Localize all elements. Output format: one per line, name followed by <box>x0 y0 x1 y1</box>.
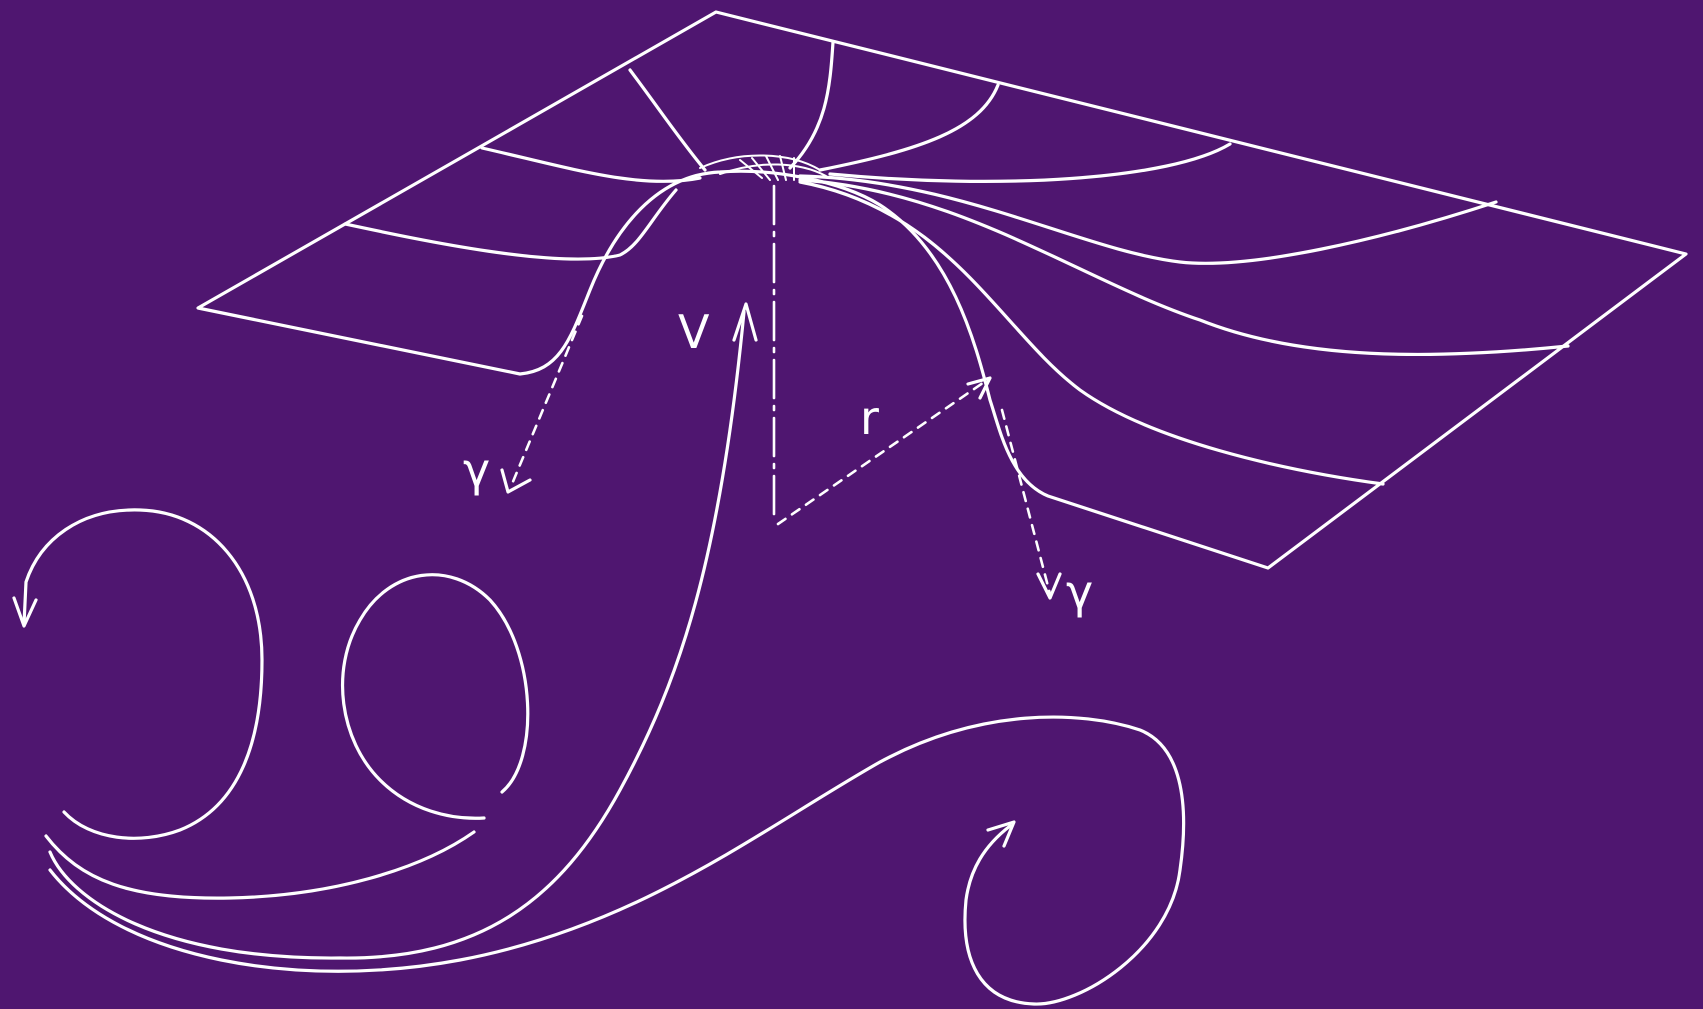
flowline-right-3 <box>798 180 1385 486</box>
strain-arrowhead-left <box>500 468 532 494</box>
hilltop-fan-3 <box>739 155 795 181</box>
hilltop-fan-1 <box>699 154 821 171</box>
strain-label-right: γ <box>1066 565 1093 619</box>
deformed-sheet <box>196 10 1688 570</box>
vortex-left-tail <box>44 830 476 900</box>
strain-arrowhead-right <box>1036 572 1062 600</box>
radius-arrowhead <box>966 376 992 400</box>
velocity-arrowhead <box>732 302 758 342</box>
streamline-left-2 <box>480 146 702 184</box>
strain-arrow-left <box>510 314 584 486</box>
flowline-right-1 <box>798 174 1498 265</box>
velocity-label: V <box>678 305 710 359</box>
velocity-streamline <box>48 310 746 960</box>
strain-arrow-right <box>1000 408 1052 596</box>
wake-wave-arrowhead <box>986 820 1016 848</box>
vortex-left-arrowhead <box>12 596 38 628</box>
flowline-right-2 <box>798 178 1570 357</box>
streamline-left-3 <box>628 68 707 172</box>
radial-line-1 <box>788 40 835 170</box>
vortex-middle <box>341 573 530 820</box>
radial-line-2 <box>818 83 1000 172</box>
radius-line <box>776 376 992 526</box>
wake-wave <box>48 715 1186 1006</box>
strain-label-left: γ <box>463 443 490 497</box>
streamline-left-1 <box>343 188 678 261</box>
vortex-left <box>22 508 264 840</box>
radial-line-3 <box>828 142 1232 183</box>
hilltop-fan-2 <box>719 163 827 177</box>
radius-label: r <box>860 391 879 445</box>
